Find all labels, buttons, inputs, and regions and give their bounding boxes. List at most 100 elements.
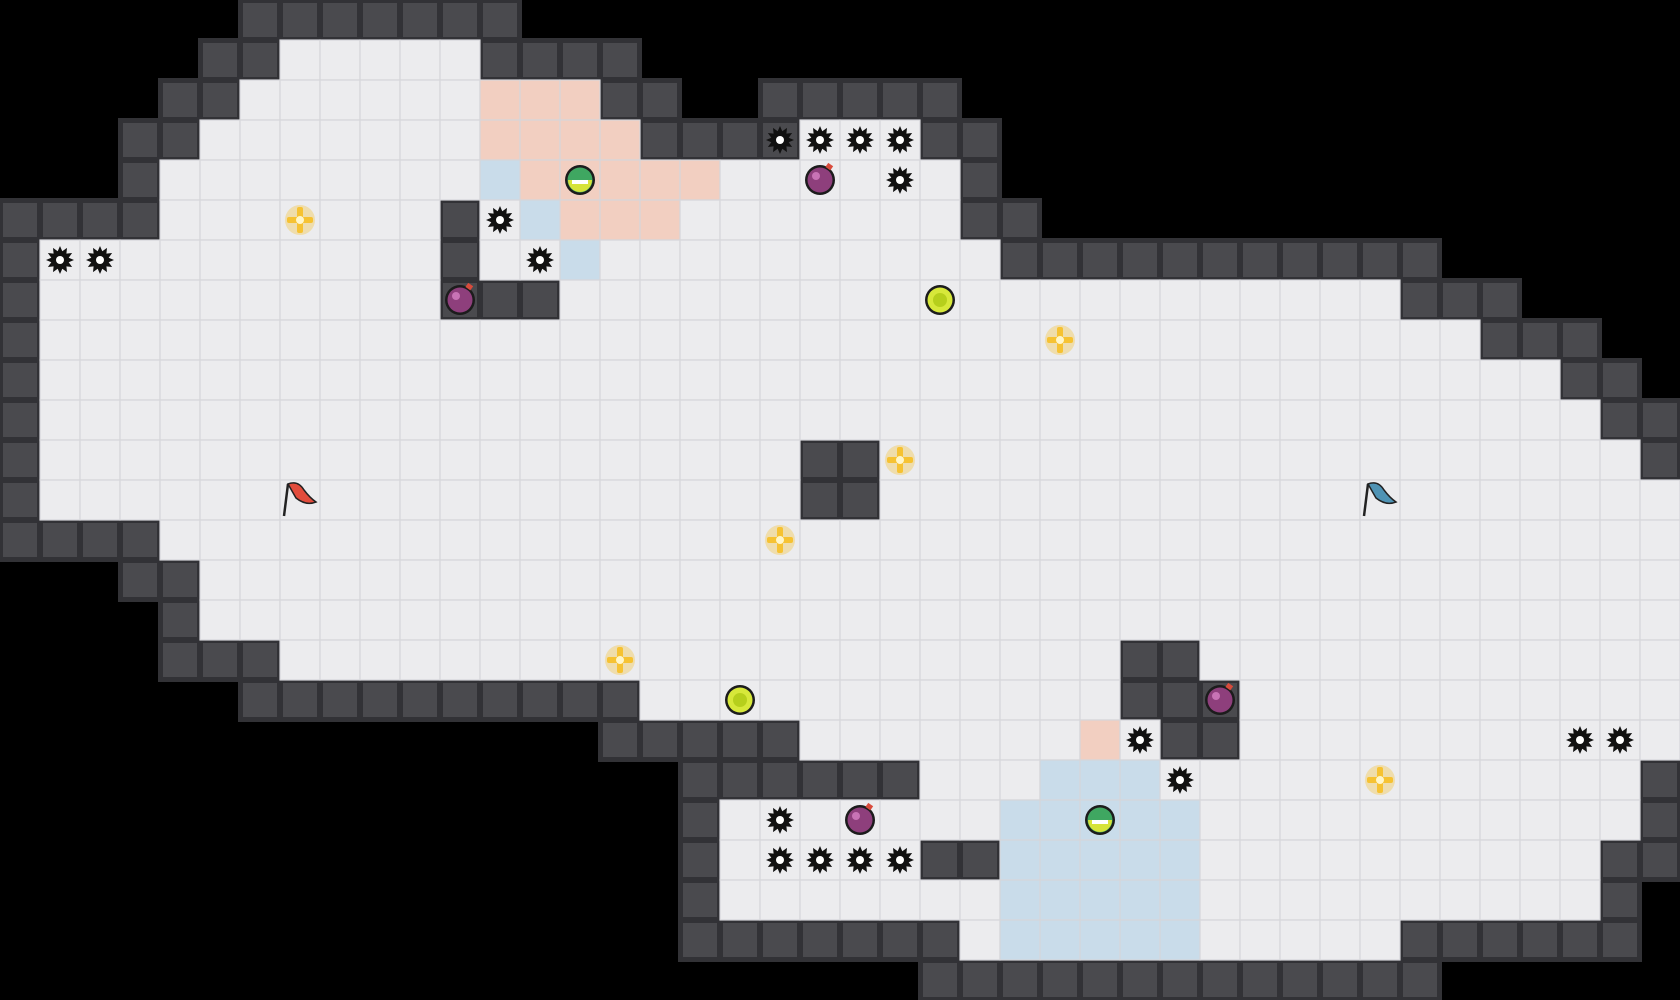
floor-tile xyxy=(519,79,561,121)
floor-tile xyxy=(1079,559,1121,601)
floor-tile xyxy=(159,439,201,481)
floor-tile xyxy=(1399,559,1441,601)
floor-tile xyxy=(839,239,881,281)
floor-tile xyxy=(1159,559,1201,601)
floor-tile xyxy=(319,199,361,241)
floor-tile xyxy=(39,279,81,321)
floor-tile xyxy=(599,199,641,241)
floor-tile xyxy=(999,799,1041,841)
floor-tile xyxy=(159,479,201,521)
floor-tile xyxy=(1359,639,1401,681)
floor-tile xyxy=(1519,839,1561,881)
floor-tile xyxy=(839,639,881,681)
floor-tile xyxy=(1039,839,1081,881)
floor-tile xyxy=(1599,799,1641,841)
floor-tile xyxy=(519,359,561,401)
boost-icon xyxy=(605,645,635,675)
floor-tile xyxy=(1479,879,1521,921)
floor-tile xyxy=(1399,439,1441,481)
floor-tile xyxy=(1119,519,1161,561)
spike-icon xyxy=(846,126,874,154)
floor-tile xyxy=(879,279,921,321)
floor-tile xyxy=(879,879,921,921)
floor-tile xyxy=(39,319,81,361)
floor-tile xyxy=(439,519,481,561)
spike-icon xyxy=(886,166,914,194)
floor-tile xyxy=(1199,399,1241,441)
floor-tile xyxy=(1279,759,1321,801)
floor-tile xyxy=(599,359,641,401)
floor-tile xyxy=(559,519,601,561)
floor-tile xyxy=(719,239,761,281)
floor-tile xyxy=(559,79,601,121)
floor-tile xyxy=(1359,839,1401,881)
spike-icon xyxy=(846,846,874,874)
floor-tile xyxy=(1279,479,1321,521)
floor-tile xyxy=(999,879,1041,921)
floor-tile xyxy=(679,639,721,681)
floor-tile xyxy=(559,639,601,681)
floor-tile xyxy=(199,519,241,561)
floor-tile xyxy=(719,399,761,441)
floor-tile xyxy=(679,399,721,441)
floor-tile xyxy=(1119,319,1161,361)
floor-tile xyxy=(1239,319,1281,361)
floor-tile xyxy=(1199,799,1241,841)
floor-tile xyxy=(1359,279,1401,321)
floor-tile xyxy=(159,519,201,561)
boost-icon xyxy=(1045,325,1075,355)
floor-tile xyxy=(919,199,961,241)
floor-tile xyxy=(1439,479,1481,521)
floor-tile xyxy=(279,359,321,401)
floor-tile xyxy=(359,119,401,161)
floor-tile xyxy=(399,119,441,161)
floor-tile xyxy=(1239,879,1281,921)
floor-tile xyxy=(1439,879,1481,921)
floor-tile xyxy=(1119,399,1161,441)
floor-tile xyxy=(159,399,201,441)
floor-tile xyxy=(879,719,921,761)
floor-tile xyxy=(1279,439,1321,481)
bomb-icon xyxy=(805,162,835,195)
floor-tile xyxy=(439,119,481,161)
floor-tile xyxy=(1439,759,1481,801)
floor-tile xyxy=(1279,319,1321,361)
floor-tile xyxy=(399,199,441,241)
floor-tile xyxy=(1519,599,1561,641)
floor-tile xyxy=(959,319,1001,361)
floor-tile xyxy=(1599,479,1641,521)
floor-tile xyxy=(1399,399,1441,441)
floor-tile xyxy=(399,79,441,121)
floor-tile xyxy=(559,439,601,481)
floor-tile xyxy=(1599,679,1641,721)
spike-icon xyxy=(1606,726,1634,754)
floor-tile xyxy=(1479,799,1521,841)
floor-tile xyxy=(559,279,601,321)
floor-tile xyxy=(1039,759,1081,801)
floor-tile xyxy=(1439,519,1481,561)
floor-tile xyxy=(1359,719,1401,761)
spike-icon xyxy=(886,846,914,874)
floor-tile xyxy=(1439,439,1481,481)
floor-tile xyxy=(679,239,721,281)
floor-tile xyxy=(279,599,321,641)
floor-tile xyxy=(239,239,281,281)
floor-tile xyxy=(559,119,601,161)
floor-tile xyxy=(1279,879,1321,921)
floor-tile xyxy=(879,319,921,361)
floor-tile xyxy=(1559,679,1601,721)
floor-tile xyxy=(239,599,281,641)
floor-tile xyxy=(399,159,441,201)
floor-tile xyxy=(439,359,481,401)
floor-tile xyxy=(1039,639,1081,681)
floor-tile xyxy=(1279,559,1321,601)
floor-tile xyxy=(1239,639,1281,681)
floor-tile xyxy=(1599,599,1641,641)
bomb-icon xyxy=(445,282,475,315)
floor-tile xyxy=(879,239,921,281)
floor-tile xyxy=(799,879,841,921)
floor-tile xyxy=(1239,399,1281,441)
floor-tile xyxy=(999,919,1041,961)
floor-tile xyxy=(239,279,281,321)
